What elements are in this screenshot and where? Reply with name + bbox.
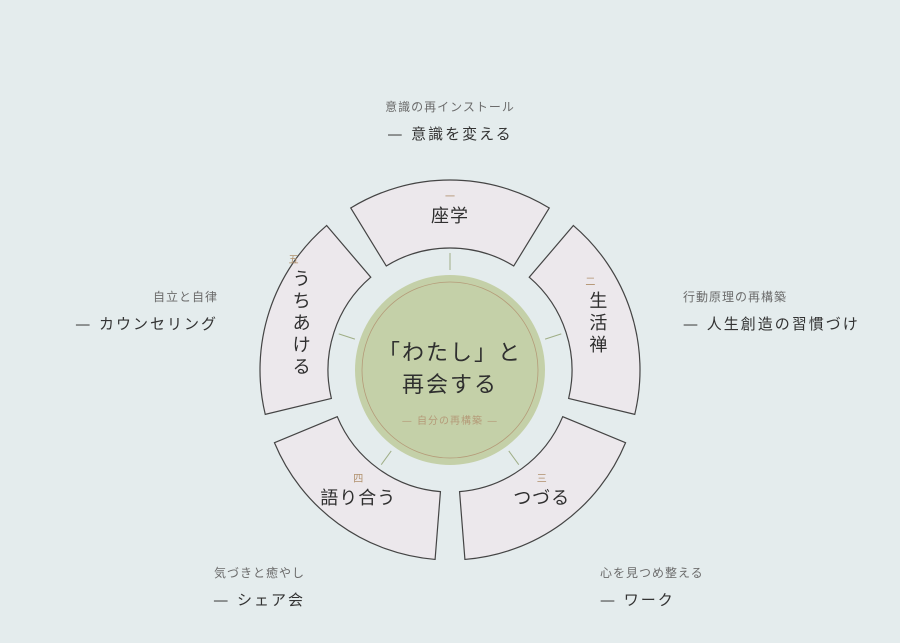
center-subtitle: — 自分の再構築 — (402, 414, 498, 427)
external-main-line: — 意識を変える (385, 123, 515, 144)
segment-label-char: る (293, 357, 311, 378)
segment-label-char: 禅 (589, 335, 607, 356)
external-main: 意識を変える (411, 125, 513, 143)
connector-tick (544, 333, 562, 340)
segment-shape (458, 415, 627, 561)
segment-label-char: あ (293, 313, 311, 334)
segment-numeral: 二 (585, 277, 595, 288)
external-sub: 行動原理の再構築 (683, 290, 788, 304)
external-label-left: 自立と自律 — カウンセリング (75, 288, 218, 334)
segment-shape (259, 224, 372, 416)
tick-marks (338, 253, 562, 465)
external-main-line: — シェア会 (213, 589, 305, 610)
segment-numeral: 一 (445, 192, 455, 203)
external-main-line: — ワーク (600, 589, 704, 610)
em-dash: — (387, 125, 405, 143)
segment-label-char: う (293, 269, 311, 290)
external-main: ワーク (623, 591, 675, 609)
external-sub: 自立と自律 (152, 290, 218, 304)
segment-numeral: 四 (353, 474, 363, 485)
external-main-line: — カウンセリング (75, 313, 218, 334)
external-main: シェア会 (236, 591, 305, 609)
em-dash: — (213, 591, 231, 609)
segment-shape (349, 179, 551, 267)
center-disc (355, 275, 545, 465)
center-inner-ring (361, 281, 539, 459)
external-sub: 意識の再インストール (385, 100, 515, 114)
segment-label: 語り合う (320, 488, 396, 509)
external-label-bottom-left: 気づきと癒やし — シェア会 (213, 564, 305, 610)
segment-shape (528, 224, 641, 416)
em-dash: — (683, 315, 700, 333)
segment-label-char: 生 (589, 291, 607, 312)
connector-tick (338, 333, 356, 340)
external-sub: 気づきと癒やし (213, 566, 305, 580)
external-main: カウンセリング (98, 315, 218, 333)
segment-label: つづる (513, 488, 570, 509)
segment-numeral: 五 (289, 255, 299, 266)
em-dash: — (600, 591, 617, 609)
connector-tick (380, 450, 392, 465)
center-title-line1: 「わたし」と (378, 341, 522, 366)
segment-label-char: ち (293, 291, 311, 312)
segment-shape (273, 415, 442, 561)
center-title-line2: 再会する (402, 373, 498, 398)
segment-numeral: 三 (537, 474, 547, 485)
segment-label-char: 活 (589, 313, 607, 334)
center-circle: 「わたし」と 再会する — 自分の再構築 — (355, 275, 545, 465)
em-dash: — (75, 315, 93, 333)
segment-label-char: け (293, 335, 311, 356)
external-label-top: 意識の再インストール — 意識を変える (385, 98, 515, 144)
segment-zagaku: 一座学 (349, 179, 551, 267)
external-sub: 心を見つめ整える (600, 566, 704, 580)
external-label-bottom-right: 心を見つめ整える — ワーク (600, 564, 704, 610)
external-label-right: 行動原理の再構築 — 人生創造の習慣づけ (683, 288, 860, 334)
connector-tick (508, 450, 520, 465)
external-main: 人生創造の習慣づけ (706, 315, 860, 333)
segment-label: 座学 (431, 206, 469, 227)
external-main-line: — 人生創造の習慣づけ (683, 313, 860, 334)
